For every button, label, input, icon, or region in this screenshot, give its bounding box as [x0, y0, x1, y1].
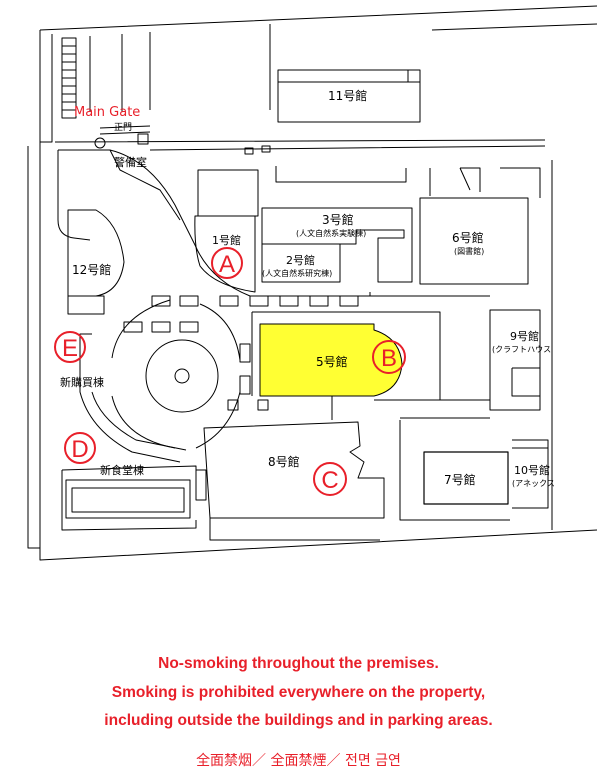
marker-b-letter: B: [381, 345, 397, 372]
building-10-sub-label: (アネックス: [512, 479, 555, 488]
building-6-sub-label: (図書館): [454, 246, 484, 256]
building-10[interactable]: [512, 447, 549, 509]
building-11[interactable]: [277, 69, 421, 123]
building-12-label: 12号館: [72, 262, 111, 277]
campus-boundary-inner: [27, 34, 53, 549]
smoking-area-marker-a[interactable]: [211, 247, 243, 279]
building-2-label: 2号館: [286, 253, 315, 267]
smoking-area-marker-e[interactable]: [54, 331, 86, 363]
building-2-sub-label: (人文自然系研究棟): [262, 268, 332, 278]
building-10-label: 10号館: [514, 463, 550, 477]
building-1-label: 1号館: [212, 233, 241, 247]
main-gate-jp-label: 正門: [114, 122, 132, 133]
notice-line-1: No-smoking throughout the premises.: [158, 655, 439, 672]
marker-d-letter: D: [71, 436, 88, 463]
building-3[interactable]: [261, 207, 413, 283]
new-dining-building-label: 新食堂棟: [100, 463, 144, 477]
building-11-label: 11号館: [328, 88, 367, 103]
building-1[interactable]: [194, 215, 256, 293]
building-3-sub-label: (人文自然系実験棟): [296, 228, 366, 238]
building-9[interactable]: [489, 309, 541, 411]
building-new-dining[interactable]: [65, 479, 191, 519]
building-5[interactable]: [259, 323, 403, 397]
new-purchase-building-label: 新購買棟: [60, 375, 104, 389]
parking-area: [61, 37, 77, 119]
main-gate-label: Main Gate: [74, 105, 140, 120]
building-3-label: 3号館: [322, 212, 354, 227]
marker-c-letter: C: [321, 467, 338, 494]
notice-line-3: including outside the buildings and in p…: [104, 712, 493, 729]
building-7[interactable]: [423, 451, 509, 505]
campus-boundary: [39, 5, 597, 561]
smoking-area-marker-c[interactable]: [313, 462, 347, 496]
building-6-label: 6号館: [452, 230, 484, 245]
guard-room-label: 警備室: [114, 155, 147, 169]
building-8-label: 8号館: [268, 454, 300, 469]
building-8[interactable]: [203, 421, 385, 519]
marker-a-letter: A: [219, 251, 235, 278]
building-5-label: 5号館: [316, 354, 348, 369]
building-12[interactable]: [67, 209, 125, 297]
building-6[interactable]: [419, 197, 529, 285]
building-7-label: 7号館: [444, 472, 476, 487]
central-plaza: [145, 339, 219, 413]
marker-e-letter: E: [62, 335, 78, 362]
building-9-sub-label: (クラフトハウス: [492, 345, 551, 354]
no-smoking-multilingual: 全面禁烟／ 全面禁煙／ 전면 금연: [196, 753, 401, 769]
building-9-label: 9号館: [510, 329, 539, 343]
smoking-area-marker-b[interactable]: [372, 340, 406, 374]
campus-map: Main Gate 正門 警備室 11号館 3号館 (人文自然系実験棟) 6号館…: [27, 5, 597, 561]
smoking-area-marker-d[interactable]: [64, 432, 96, 464]
notice-line-2: Smoking is prohibited everywhere on the …: [111, 684, 486, 701]
